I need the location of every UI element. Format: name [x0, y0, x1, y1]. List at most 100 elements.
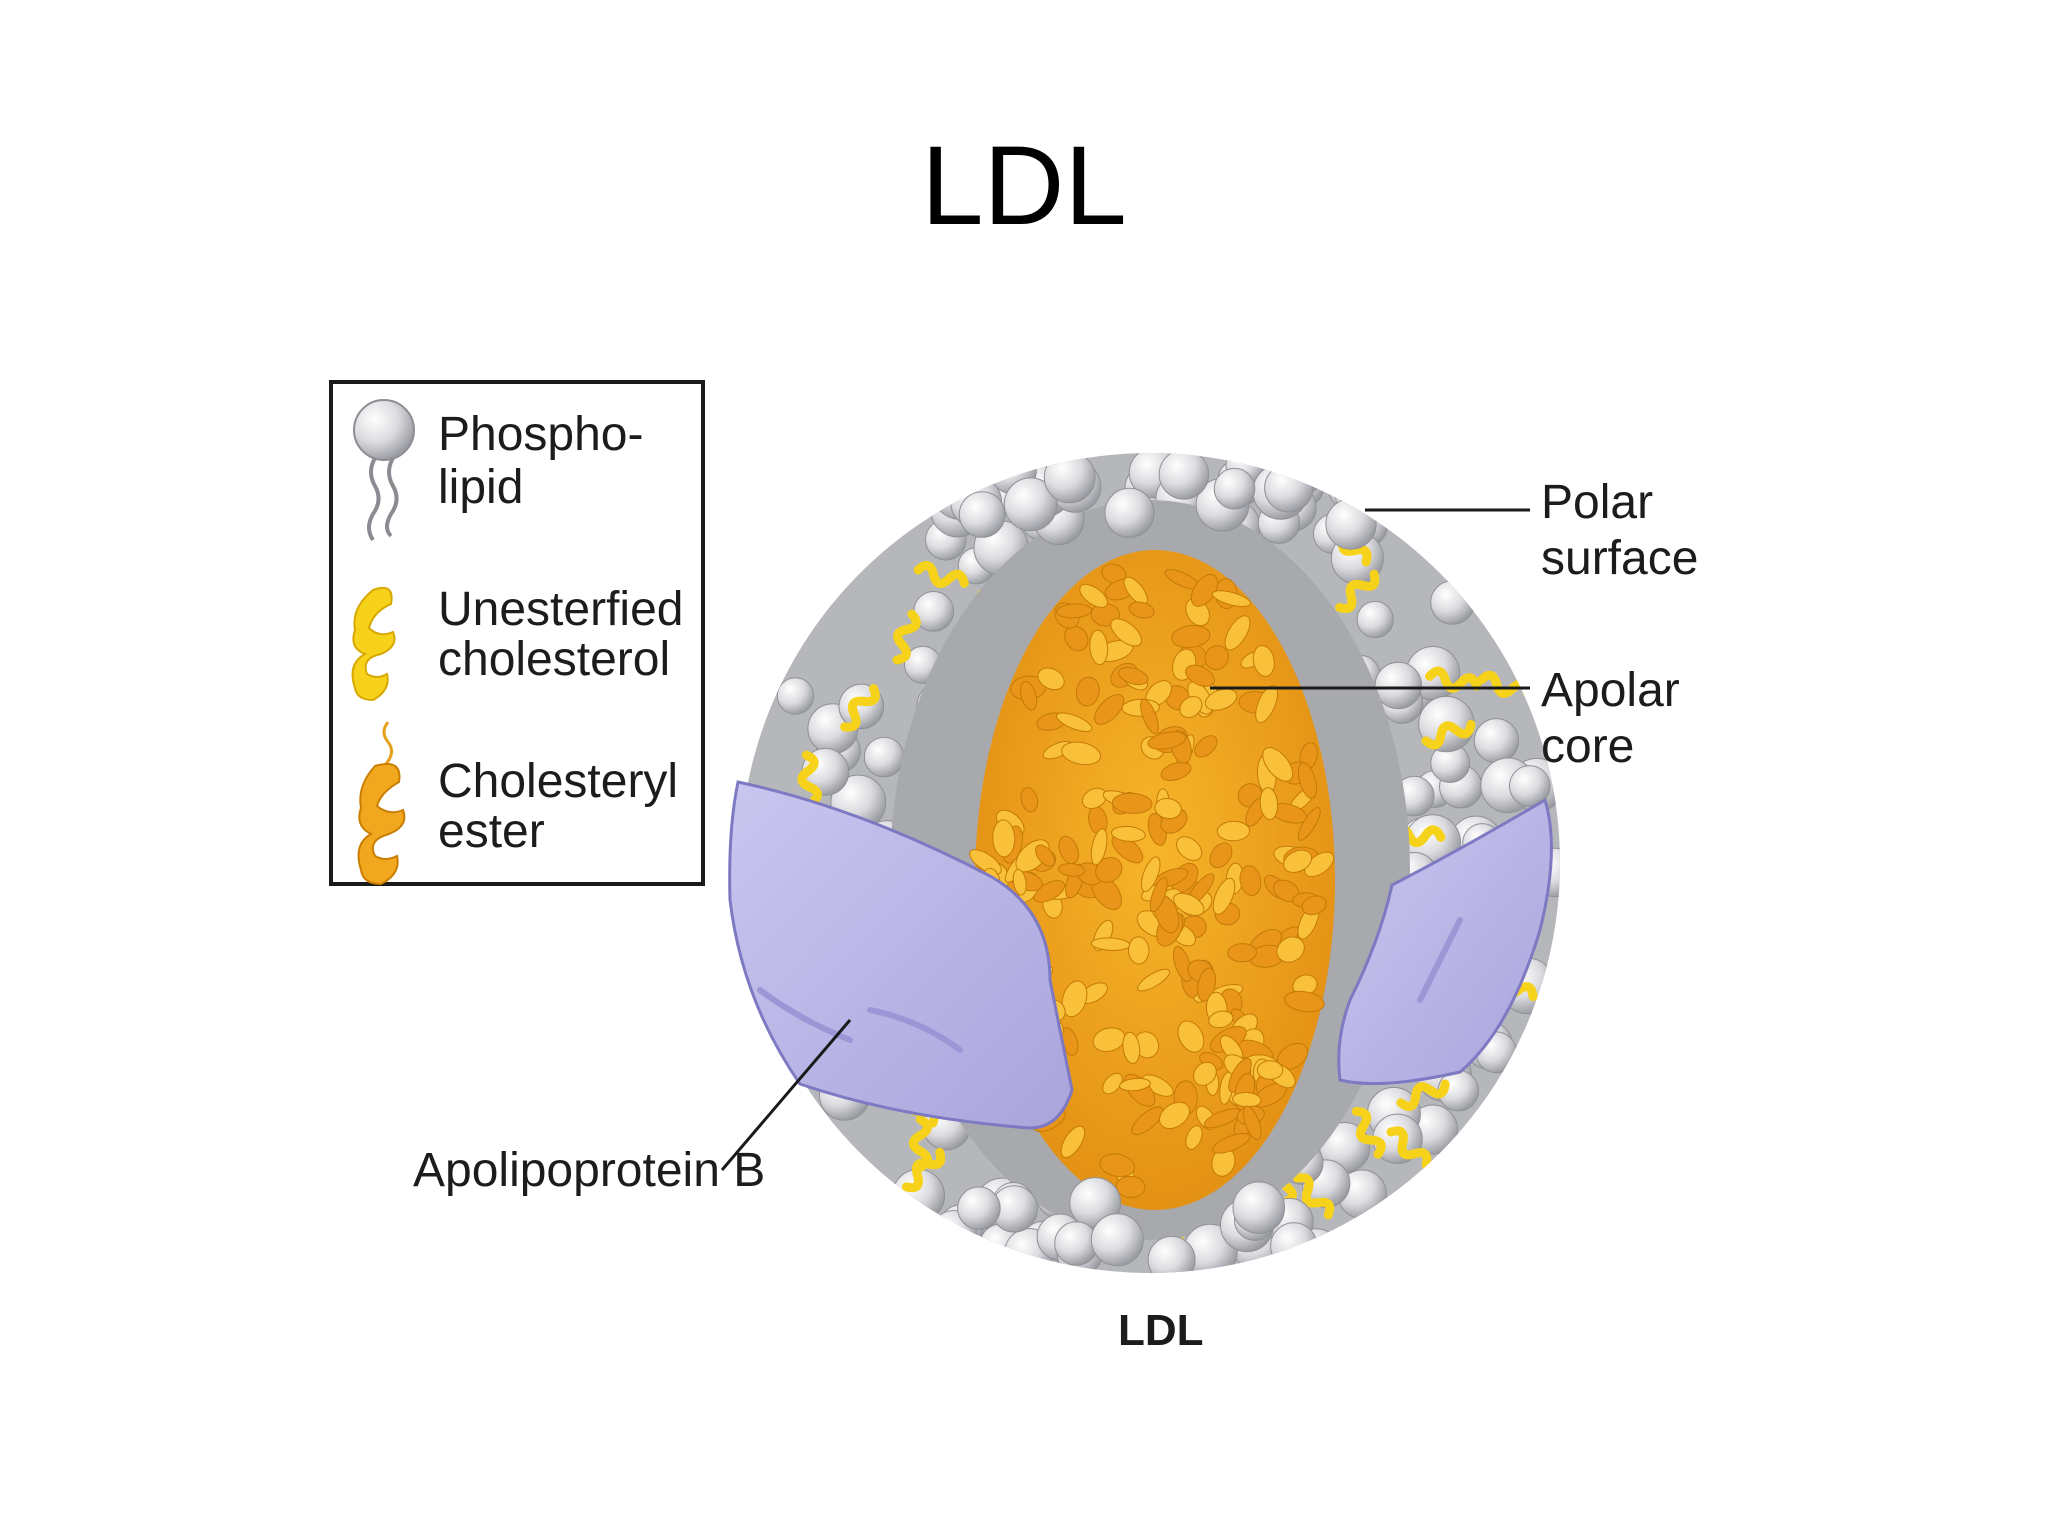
phospholipid-head: [1090, 1213, 1144, 1267]
cholesteryl-ester-blob: [1061, 741, 1102, 766]
label-polar-line2: surface: [1541, 532, 1698, 585]
cholesteryl-ester-blob: [1173, 892, 1205, 917]
cholesteryl-ester-blob: [1208, 1010, 1234, 1029]
cholesterol-squiggle: [840, 684, 880, 732]
phospholipid-icon: [353, 399, 415, 542]
cholesteryl-ester-blob: [1193, 1061, 1217, 1086]
cholesteryl-ester-blob: [1020, 681, 1038, 711]
cholesteryl-ester-blob: [1090, 828, 1108, 866]
cholesteryl-ester-blob: [1020, 787, 1039, 813]
cholesteryl-ester-blob: [1110, 825, 1146, 842]
cholesteryl-ester-blob: [1118, 666, 1149, 686]
slide-title: LDL: [921, 123, 1127, 248]
cholesteryl-ester-blob: [1160, 761, 1192, 781]
cholesteryl-ester-blob: [1185, 664, 1215, 687]
cholesteryl-ester-blob: [1058, 862, 1086, 877]
cholesteryl-ester-blob: [1099, 1153, 1136, 1178]
cholesteryl-ester-blob: [1255, 685, 1279, 724]
cholesterol-squiggle: [1396, 1079, 1450, 1111]
phospholipid-head: [1473, 718, 1520, 764]
phospholipid-head: [1356, 600, 1394, 639]
legend-ester-line2: ester: [438, 805, 545, 858]
cholesteryl-ester-blob: [1256, 1060, 1284, 1080]
cholesteryl-ester-blob: [1141, 1074, 1174, 1097]
cholesteryl-ester-blob: [1224, 615, 1251, 651]
ldl-particle: [728, 453, 1560, 1273]
cholesteryl-ester-core: [969, 563, 1335, 1198]
phospholipid-head: [776, 677, 815, 715]
cholesteryl-ester-blob: [1140, 856, 1161, 892]
cholesteryl-ester-blob: [1239, 865, 1262, 896]
phospholipid-head: [1509, 765, 1551, 807]
cholesterol-squiggle: [797, 750, 822, 808]
cholesteryl-ester-blob: [1204, 688, 1238, 711]
cholesteryl-ester-blob: [1154, 797, 1182, 820]
apolipoprotein-b-right: [1337, 797, 1553, 1086]
legend: Phospho- lipid Unesterfied cholesterol C…: [329, 380, 705, 886]
phospholipid-head: [1158, 453, 1210, 500]
cholesteryl-ester-blob: [1252, 644, 1275, 677]
cholesteryl-ester-icon: [357, 721, 406, 886]
cholesteryl-ester-blob: [1128, 601, 1155, 619]
label-apolar-line2: core: [1541, 720, 1634, 773]
apolipoprotein-leader: [720, 1019, 852, 1171]
cholesterol-squiggle: [1292, 1173, 1335, 1220]
cholesteryl-ester-blob: [1058, 835, 1080, 865]
cholesteryl-ester-blob: [1102, 1072, 1123, 1095]
phospholipid-head: [863, 736, 905, 778]
cholesteryl-ester-blob: [1131, 1106, 1164, 1136]
cholesteryl-ester-blob: [1179, 695, 1203, 719]
legend-phospholipid-line2: lipid: [438, 461, 523, 514]
phospholipid-head: [957, 1186, 1001, 1230]
cholesteryl-ester-blob: [1216, 820, 1251, 842]
cholesteryl-ester-blob: [1171, 625, 1211, 649]
cholesteryl-ester-blob: [1033, 880, 1066, 903]
cholesteryl-ester-blob: [1276, 936, 1305, 963]
cholesteryl-ester-blob: [1227, 943, 1257, 963]
cholesteryl-ester-blob: [1094, 694, 1125, 725]
cholesteryl-ester-blob: [1173, 945, 1192, 983]
phospholipid-head: [1213, 467, 1256, 510]
legend-ester-line1: Cholesteryl: [438, 755, 678, 808]
cholesteryl-ester-blob: [1204, 645, 1229, 671]
legend-cholesterol-line1: Unesterfied: [438, 583, 683, 636]
cholesteryl-ester-blob: [1089, 629, 1109, 666]
cholesteryl-ester-blob: [1037, 667, 1065, 691]
cholesteryl-ester-blob: [1212, 1132, 1251, 1154]
cholesteryl-ester-blob: [1056, 712, 1093, 732]
cholesteryl-ester-blob: [1262, 747, 1294, 782]
apolipoprotein-b-right-shading: [1417, 917, 1463, 1003]
cholesterol-squiggle: [1335, 569, 1380, 614]
cholesteryl-ester-blob: [1211, 590, 1251, 607]
cholesteryl-ester-blob: [1283, 849, 1313, 873]
cholesteryl-ester-blob: [1118, 1077, 1151, 1092]
cholesteryl-ester-blob: [1177, 1020, 1205, 1053]
cholesteryl-ester-blob: [1259, 787, 1279, 821]
apolipoprotein-b-left: [728, 780, 1074, 1130]
phospholipid-head: [1264, 463, 1314, 513]
phospholipid-head: [1374, 661, 1423, 710]
cholesterol-icon: [351, 586, 396, 702]
phospholipid-head: [1325, 498, 1377, 550]
legend-cholesterol-line2: cholesterol: [438, 633, 670, 686]
cholesteryl-ester-blob: [1304, 851, 1335, 878]
cholesteryl-ester-blob: [1115, 1175, 1146, 1198]
cholesteryl-ester-blob: [1111, 834, 1144, 864]
cholesteryl-ester-blob: [992, 819, 1016, 858]
cholesteryl-ester-blob: [1056, 603, 1093, 619]
cholesteryl-ester-blob: [1301, 895, 1327, 916]
cholesteryl-ester-blob: [1090, 937, 1131, 951]
cholesteryl-ester-blob: [1140, 698, 1159, 735]
cholesteryl-ester-blob: [1111, 792, 1153, 814]
cholesterol-squiggle: [892, 609, 921, 665]
cholesteryl-ester-blob: [1149, 876, 1168, 913]
phospholipid-head: [1270, 1222, 1318, 1270]
cholesteryl-ester-blob: [1185, 1125, 1203, 1150]
legend-phospholipid-line1: Phospho-: [438, 408, 643, 461]
phospholipid-head: [1430, 580, 1475, 625]
cholesteryl-ester-blob: [1175, 836, 1203, 861]
phospholipid-head: [958, 491, 1006, 538]
cholesteryl-ester-blob: [1075, 676, 1100, 707]
cholesterol-squiggle: [1421, 719, 1476, 750]
